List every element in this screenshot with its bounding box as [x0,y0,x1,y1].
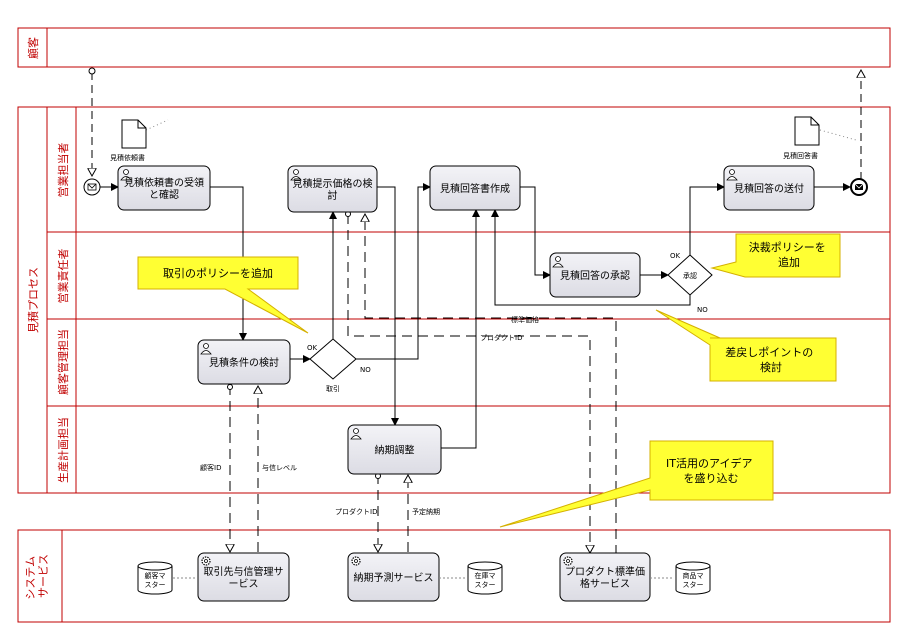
callout-approval-policy-text: 決裁ポリシーを 追加 [749,241,830,269]
callout-trade-policy-text: 取引のポリシーを追加 [163,266,273,280]
user-icon [726,169,738,181]
label-ok-trade: OK [307,344,318,352]
db-inventory-master-label: 在庫マスター [475,571,496,589]
task-send-reply: 見積回答の送付 [723,165,815,211]
callout-trade-policy: 取引のポリシーを追加 [137,256,309,334]
gateway-approval: 承認 [667,254,713,296]
callout-approval-policy: 決裁ポリシーを 追加 [710,233,841,278]
lane-customer-mgmt-label: 顧客管理担当 [56,329,70,395]
gateway-trade: 取引 [309,338,357,393]
document-reply-label: 見積回答書 [783,151,818,160]
lane-sales-manager-label: 営業責任者 [56,249,70,304]
callout-it-idea-text: IT活用のアイデア を盛り込む [666,456,756,485]
task-service-credit-label: 取引先与信管理サービス [204,565,284,590]
flow-labels: OK NO OK NO 標準価格 プロダクトID 顧客ID 与信レベル プロダク… [200,252,708,516]
callout-it-idea: IT活用のアイデア を盛り込む [499,440,774,528]
lane-system-line1: システム [24,556,37,600]
task-condition-review-label: 見積条件の検討 [209,356,279,369]
user-icon [552,256,564,268]
task-delivery-adjust: 納期調整 [347,424,442,475]
lane-estimate-process-label: 見積プロセス [26,267,40,333]
data-flows [230,214,617,555]
document-associations [145,119,857,141]
label-no-approval: NO [697,306,708,314]
label-ok-approval: OK [670,252,681,260]
user-icon [350,428,362,440]
callout-rollback: 差戻しポイントの 検討 [655,309,837,382]
lane-system-line2: サービス [37,554,50,598]
gear-icon [563,556,573,566]
document-reply: 見積回答書 [783,116,820,160]
lane-estimate-process: 見積プロセス 営業担当者 営業責任者 顧客管理担当 生産計画担当 [17,106,891,494]
label-product-id-1: プロダクトID [480,333,522,342]
task-condition-review: 見積条件の検討 [197,339,291,385]
task-receive-request: 見積依頼書の受領と確認 [117,165,211,211]
db-customer-master: 顧客マスター [137,561,173,595]
lane-system-label: システム サービス [24,552,50,599]
user-icon [120,169,132,181]
sequence-flows [100,183,851,449]
db-customer-master-label: 顧客マスター [145,571,166,589]
task-send-reply-label: 見積回答の送付 [734,182,804,195]
db-product-master: 商品マスター [675,561,711,595]
task-price-review-label: 見積提示価格の検討 [293,177,373,202]
task-receive-request-label: 見積依頼書の受領と確認 [124,176,204,201]
start-event [83,178,101,196]
task-service-credit: 取引先与信管理サービス [197,552,290,602]
lane-customer: 顧客 [17,27,891,68]
label-no-trade: NO [360,366,371,374]
label-planned-delivery: 予定納期 [412,507,440,516]
gateway-approval-label: 承認 [683,271,697,280]
user-icon [200,343,212,355]
end-event [850,178,868,196]
task-service-price: プロダクト標準価格サービス [559,552,651,602]
task-create-reply-label: 見積回答書作成 [440,182,510,195]
document-request: 見積依頼書 [110,119,147,162]
task-approve-reply-label: 見積回答の承認 [560,269,630,282]
task-price-review: 見積提示価格の検討 [287,165,378,213]
lane-production-label: 生産計画担当 [56,417,70,483]
task-service-price-label: プロダクト標準価格サービス [565,565,645,590]
label-credit-level: 与信レベル [262,463,297,472]
task-service-delivery-label: 納期予測サービス [354,571,434,584]
callout-rollback-text: 差戻しポイントの 検討 [725,345,817,374]
user-icon [290,169,302,181]
lane-customer-label: 顧客 [26,37,40,59]
task-delivery-adjust-label: 納期調整 [375,444,415,457]
db-inventory-master: 在庫マスター [467,561,503,595]
label-product-price: 標準価格 [511,315,539,324]
gear-icon [351,556,361,566]
task-approve-reply: 見積回答の承認 [549,252,641,298]
gateway-trade-label: 取引 [326,384,340,393]
label-customer-id: 顧客ID [200,463,221,472]
task-service-delivery: 納期予測サービス [347,552,440,602]
flow-source-dots [227,211,381,479]
label-product-id-2: プロダクトID [335,507,377,516]
document-request-label: 見積依頼書 [110,153,145,162]
db-product-master-label: 商品マスター [683,571,704,589]
message-flows [89,67,861,180]
lane-sales-rep-label: 営業担当者 [56,143,70,198]
task-create-reply: 見積回答書作成 [429,165,521,211]
gear-icon [201,556,211,566]
